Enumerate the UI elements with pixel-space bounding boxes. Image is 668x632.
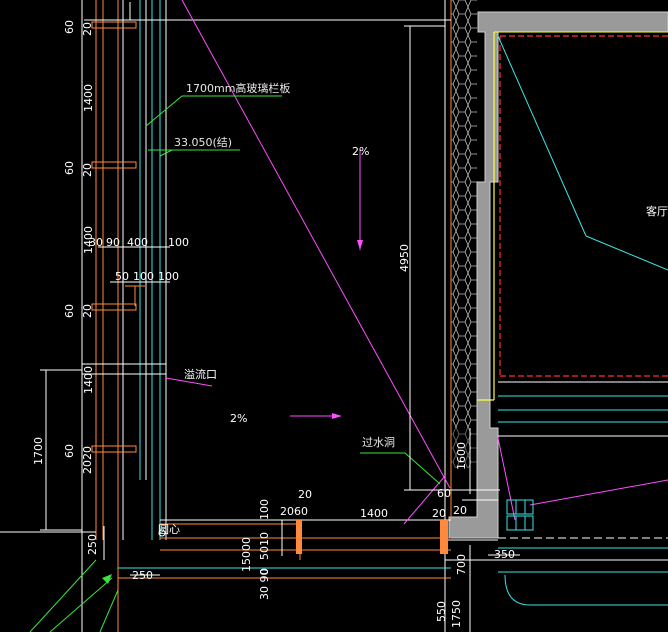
left-vertical-dims: 60 20 1400 60 20 1400 60 20 1400 60 20 2… (32, 20, 99, 555)
dim-0: 0 (258, 568, 271, 575)
dim-50: 50 (115, 270, 129, 283)
dim-3090: 30 90 (258, 569, 271, 601)
label-living-room: 客厅 (646, 204, 668, 218)
dim-20-b: 20 (432, 507, 446, 520)
dim-90: 90 (106, 236, 120, 249)
left-wall-lines (81, 0, 451, 632)
dim-v-20-a: 20 (81, 22, 94, 36)
label-elevation: 33.050(结) (174, 136, 232, 149)
dim-v-250: 250 (86, 534, 99, 555)
dim-1600: 1600 (455, 442, 468, 470)
dim-v-60-b: 60 (63, 161, 76, 175)
dim-v-1400-c: 1400 (82, 366, 95, 394)
dim-1400-h: 1400 (360, 507, 388, 520)
structural-wall (448, 11, 668, 539)
dim-700: 700 (455, 554, 468, 575)
label-slope-lower: 2% (230, 412, 247, 425)
dim-20-c: 20 (453, 504, 467, 517)
right-linework (497, 35, 668, 606)
drain-boxes (506, 499, 534, 531)
dimension-lines (40, 25, 520, 632)
dim-v-1400-b: 1400 (82, 226, 95, 254)
dim-v-60-d: 60 (63, 444, 76, 458)
dim-v-60-a: 60 (63, 20, 76, 34)
dim-v-1700: 1700 (32, 437, 45, 465)
label-drain-hole: 过水洞 (362, 436, 395, 449)
label-circle-note: 圆心 (158, 523, 180, 536)
railing-brackets (81, 21, 167, 453)
dim-100-c: 100 (158, 270, 179, 283)
dim-v-1400-a: 1400 (82, 84, 95, 112)
dim-350: 350 (494, 548, 515, 561)
dim-30: 30 (89, 236, 103, 249)
label-slope-upper: 2% (352, 145, 369, 158)
slab-lines (0, 519, 668, 579)
dim-v-60-c: 60 (63, 304, 76, 318)
dim-250-h: 250 (132, 569, 153, 582)
dim-60: 60 (437, 487, 451, 500)
label-railing: 1700mm高玻璃栏板 (186, 81, 290, 95)
dim-400: 400 (127, 236, 148, 249)
dim-20-top: 20 (298, 488, 312, 501)
dim-100-v: 100 (258, 499, 271, 520)
dim-v-20-d: 20 (81, 446, 94, 460)
insulation-hatch-lower (451, 428, 477, 468)
circle-marker (158, 529, 166, 537)
dim-v-20-c: 20 (81, 304, 94, 318)
dim-1750: 1750 (450, 600, 463, 628)
dim-5010: 5010 (258, 532, 271, 560)
dim-100-a: 100 (168, 236, 189, 249)
insulation-hatch (451, 0, 477, 428)
dim-v-20-b: 20 (81, 163, 94, 177)
dim-15000: 15000 (240, 537, 253, 572)
dim-100-b: 100 (133, 270, 154, 283)
dim-4950: 4950 (398, 244, 411, 272)
label-overflow: 溢流口 (184, 367, 217, 381)
dim-2060: 2060 (280, 505, 308, 518)
leader-lines (29, 0, 451, 632)
dim-v-20-e: 20 (81, 460, 94, 474)
dim-550: 550 (435, 601, 448, 622)
